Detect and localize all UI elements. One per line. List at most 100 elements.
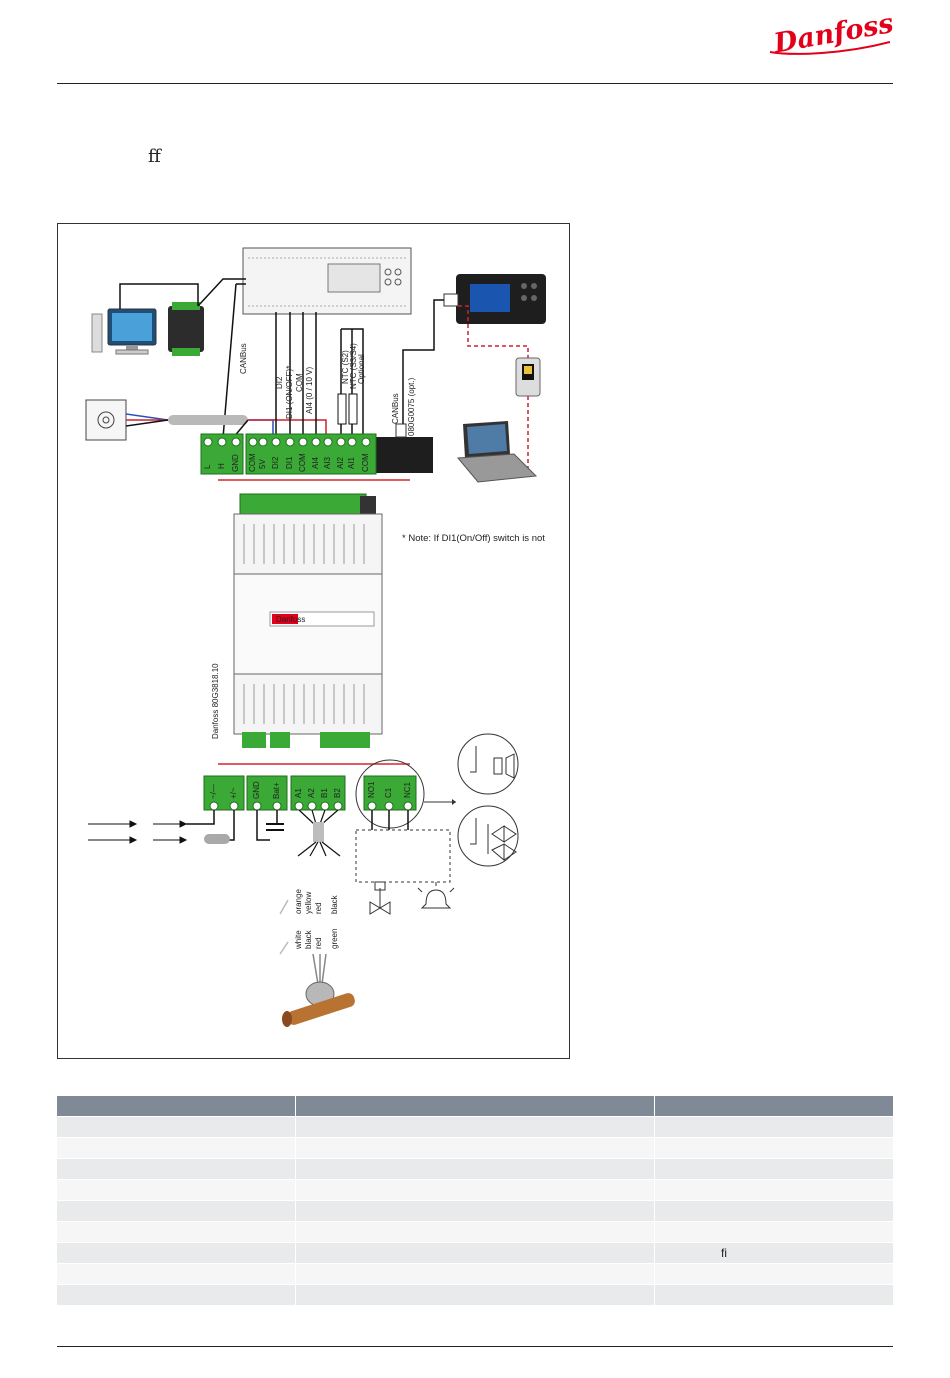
table-cell	[654, 1116, 893, 1138]
table-row	[57, 1284, 893, 1305]
relay-symbol-no	[457, 733, 519, 795]
table-cell	[57, 1284, 296, 1305]
stepper-terminal-label-2: B1	[320, 788, 329, 798]
spec-table: ﬁ	[57, 1096, 893, 1305]
table-cell	[295, 1242, 655, 1264]
pc-monitor-icon	[91, 308, 157, 355]
table-row	[57, 1179, 893, 1201]
table-row	[57, 1158, 893, 1180]
top-terminal-strip: L H GND COM 5V DI2 DI1 COM AI4 AI3 AI2 A…	[200, 433, 377, 475]
top-terminal-label-10: AI2	[336, 456, 345, 469]
top-terminal-label-7: COM	[298, 453, 307, 472]
wire-group2-3: green	[330, 929, 339, 949]
top-terminal-label-6: DI1	[285, 456, 294, 469]
top-terminal-label-5: DI2	[271, 456, 280, 469]
controller-part: Danfoss 80G3818.10	[211, 663, 220, 739]
header-rule	[57, 83, 893, 84]
table-cell	[57, 1263, 296, 1285]
wire-group1-3: black	[330, 894, 339, 914]
stepper-terminal-label-3: B2	[333, 788, 342, 798]
controller-module	[233, 493, 383, 748]
table-cell	[295, 1200, 655, 1222]
top-terminal-label-9: AI3	[323, 456, 332, 469]
wire-group2-2: red	[314, 937, 323, 949]
solenoid-valve-icon	[369, 881, 391, 915]
wire-group1-1: yellow	[304, 892, 313, 914]
table-cell	[654, 1284, 893, 1305]
wiring-diagram: CANBus CANBus 080G0075 (opt.)	[57, 223, 570, 1059]
canbus-label-right: CANBus	[391, 393, 400, 424]
table-cell	[295, 1263, 655, 1285]
table-cell	[654, 1221, 893, 1243]
ntc-label-2: Optional	[357, 354, 366, 384]
top-terminal-label-0: L	[203, 464, 212, 469]
stepper-valve-icon	[282, 953, 355, 1027]
di-label-3: AI4 (0 / 10 V)	[305, 367, 314, 414]
stepper-terminal-label-0: A1	[294, 788, 303, 798]
di-label-1: DI1 (ON/OFF)*	[285, 366, 294, 419]
top-terminal-label-4: 5V	[258, 459, 267, 469]
top-terminal-label-2: GND	[231, 454, 240, 472]
alarm-bell-icon	[417, 882, 455, 909]
table-cell	[295, 1158, 655, 1180]
table-cell	[295, 1284, 655, 1305]
power-terminal-label-2: GND	[252, 781, 261, 799]
wiring-diagram-canvas: CANBus CANBus 080G0075 (opt.)	[85, 247, 546, 1027]
table-row	[57, 1263, 893, 1285]
table-cell	[654, 1137, 893, 1159]
table-cell	[295, 1179, 655, 1201]
table-cell	[295, 1116, 655, 1138]
table-row	[57, 1137, 893, 1159]
table-cell	[57, 1158, 296, 1180]
mmi-handheld-icon	[515, 357, 541, 397]
top-terminal-label-8: AI4	[311, 456, 320, 469]
power-terminal-label-1: +/~	[229, 787, 238, 799]
table-header-row	[57, 1096, 893, 1117]
table-header-cell	[295, 1096, 655, 1117]
di-label-2: COM	[295, 373, 304, 392]
top-terminal-label-3: COM	[248, 453, 257, 472]
gateway-module	[242, 247, 412, 315]
power-terminal-label-3: Bat+	[272, 782, 281, 799]
table-cell	[295, 1137, 655, 1159]
table-header-cell	[57, 1096, 296, 1117]
power-terminal-block: ~/— +/~ GND Bat+	[203, 775, 288, 811]
laptop-icon	[456, 421, 538, 483]
table-row: ﬁ	[57, 1242, 893, 1264]
relay-symbol-valve	[457, 805, 519, 867]
danfoss-logo: Danfoss	[769, 8, 896, 60]
di-label-0: DI2	[275, 376, 284, 389]
relay-terminal-label-2: NC1	[403, 781, 412, 798]
diagram-note: * Note: If DI1(On/Off) switch is not	[402, 533, 545, 544]
table-header-cell	[654, 1096, 893, 1117]
wire-group2-0: white	[294, 930, 303, 950]
wire-group2-1: black	[304, 929, 313, 949]
table-cell	[57, 1221, 296, 1243]
canbus-label-left: CANBus	[239, 343, 248, 374]
table-row	[57, 1200, 893, 1222]
pressure-transducer-icon	[85, 399, 248, 441]
load-box	[355, 829, 451, 883]
table-cell	[654, 1179, 893, 1201]
table-cell	[57, 1179, 296, 1201]
wire-group1-2: red	[314, 902, 323, 914]
top-terminal-label-11: AI1	[347, 456, 356, 469]
gateway-din-icon	[168, 302, 204, 356]
table-cell	[654, 1158, 893, 1180]
table-cell	[57, 1242, 296, 1264]
footer-rule	[57, 1346, 893, 1347]
top-terminal-label-12: COM	[361, 453, 370, 472]
top-terminal-label-1: H	[217, 463, 226, 469]
display-part-label: 080G0075 (opt.)	[407, 377, 416, 436]
display-unit-icon	[456, 274, 546, 324]
can-connector-box	[376, 437, 433, 473]
table-cell	[57, 1137, 296, 1159]
table-cell: ﬁ	[654, 1242, 893, 1264]
relay-terminal-label-0: NO1	[367, 781, 376, 798]
wire-group1-0: orange	[294, 889, 303, 914]
table-row	[57, 1116, 893, 1138]
power-terminal-label-0: ~/—	[209, 784, 218, 799]
table-cell	[654, 1263, 893, 1285]
relay-terminal-block: NO1 C1 NC1	[355, 759, 425, 829]
relay-terminal-label-1: C1	[384, 787, 393, 798]
